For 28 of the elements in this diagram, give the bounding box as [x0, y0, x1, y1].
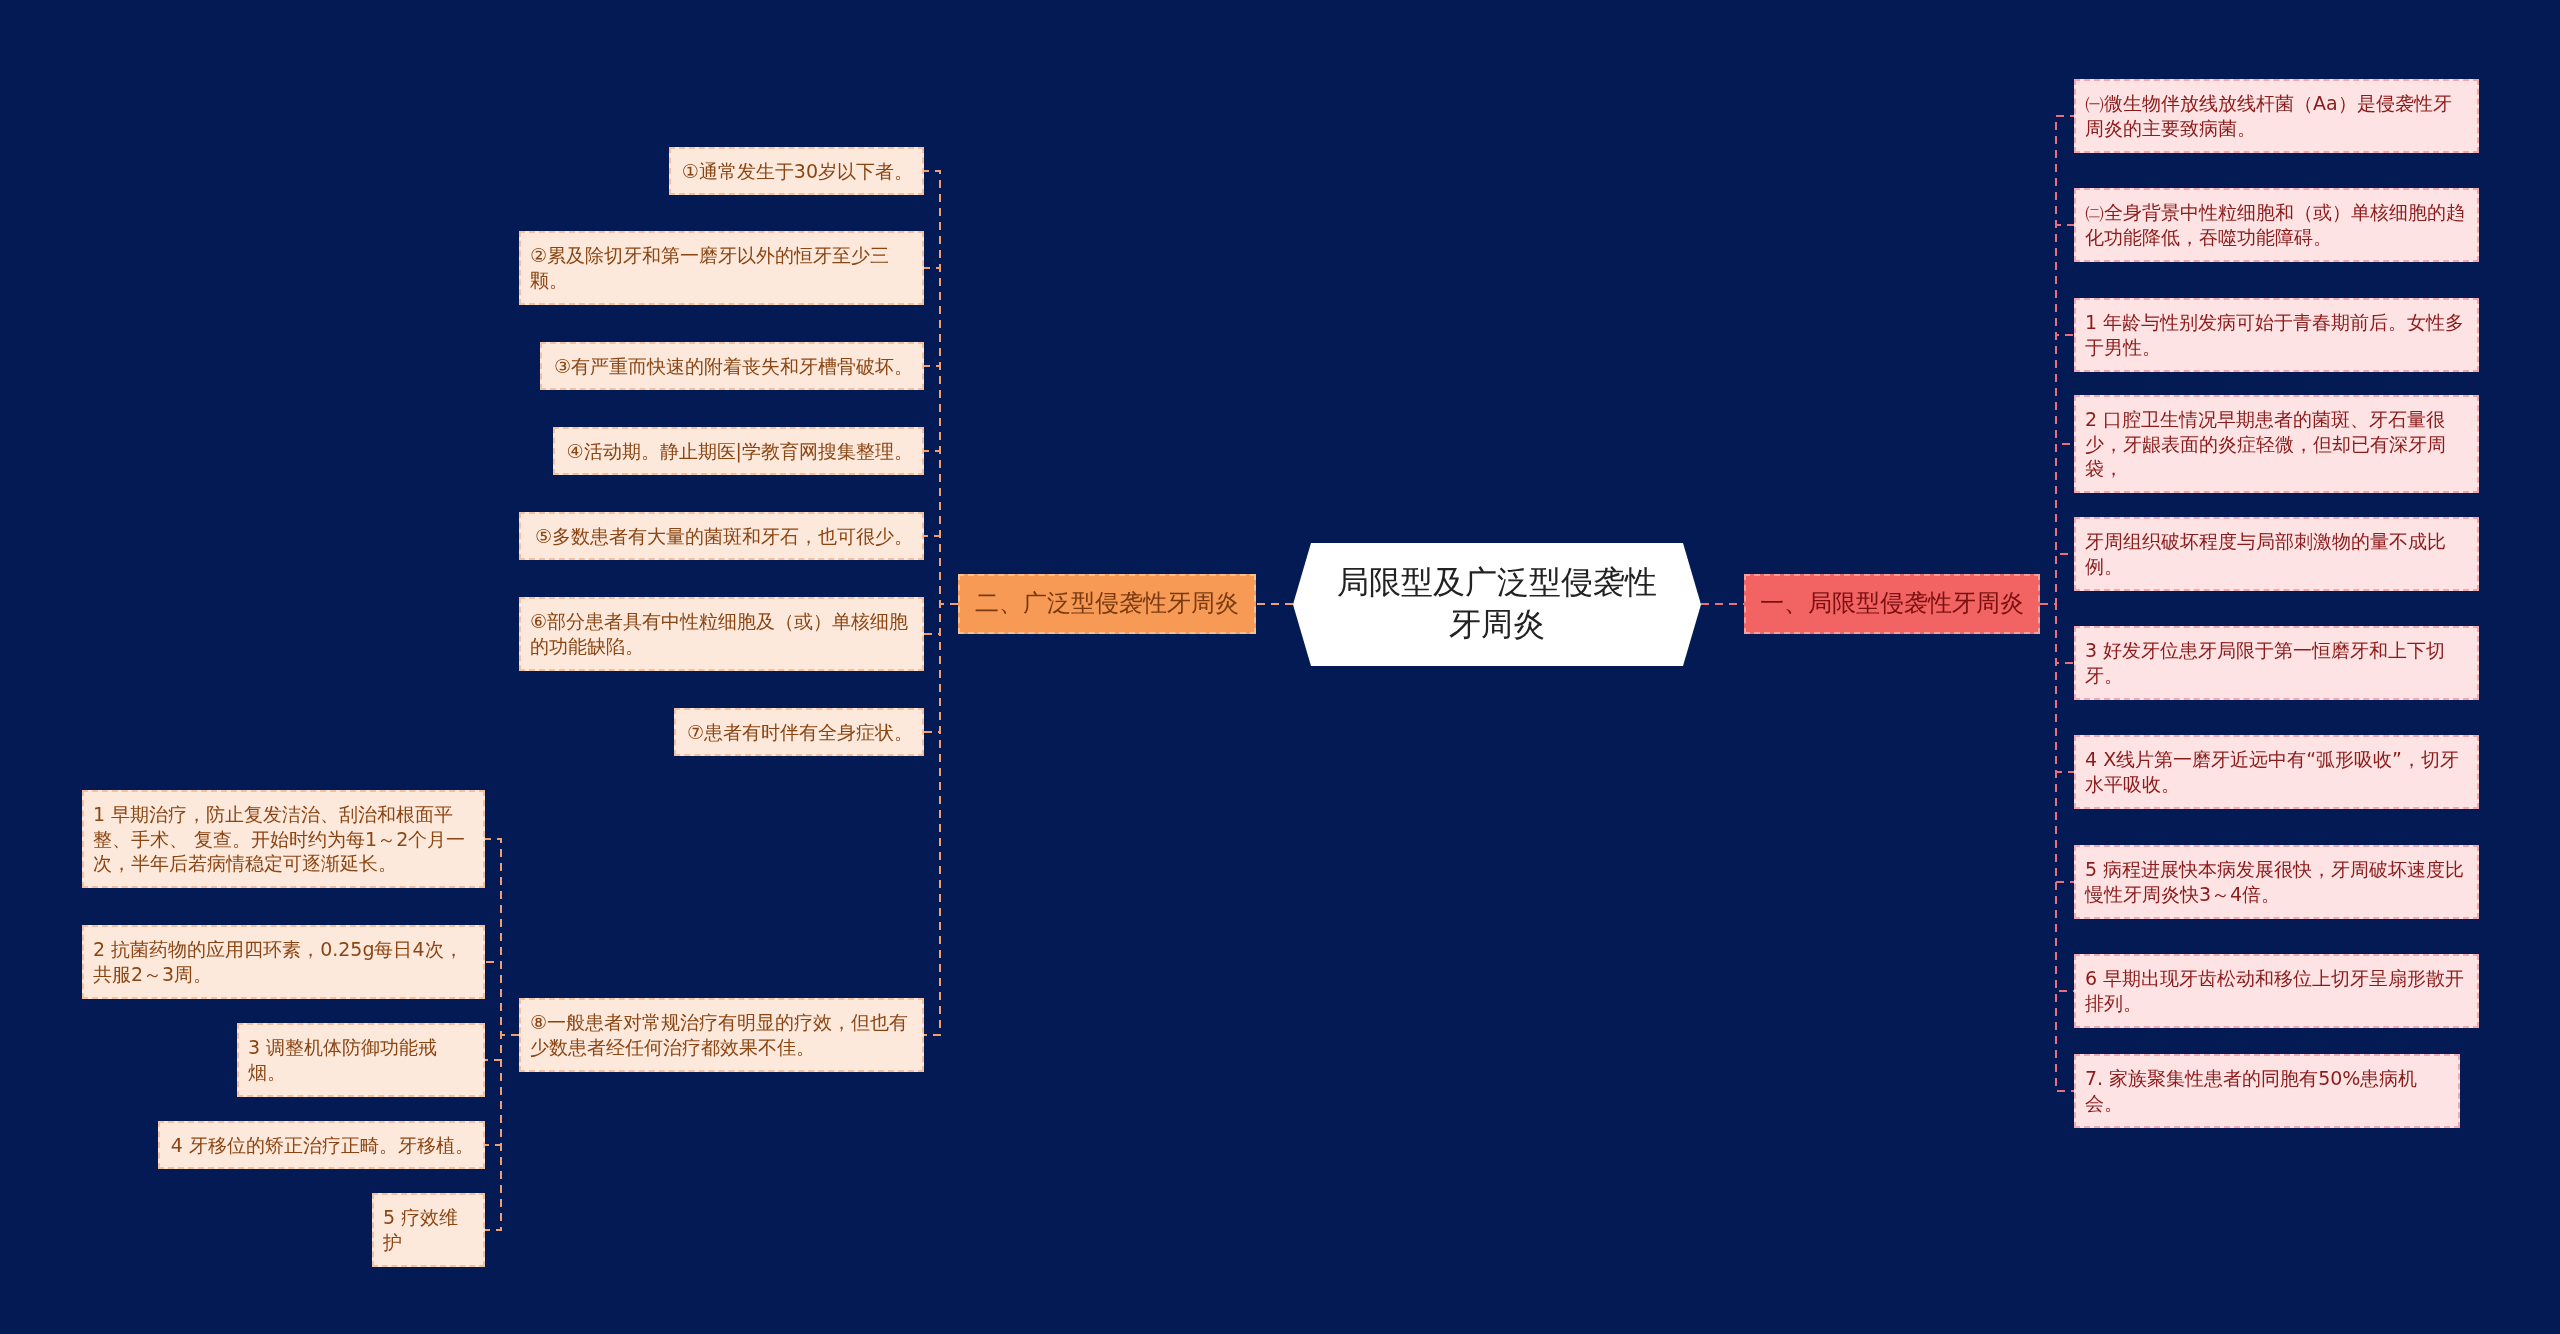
subtopic-box: ②累及除切牙和第一磨牙以外的恒牙至少三颗。	[519, 231, 924, 305]
subtopic-box: ㈠微生物伴放线放线杆菌（Aa）是侵袭性牙周炎的主要致病菌。	[2074, 79, 2479, 153]
subtopic-box: 6 早期出现牙齿松动和移位上切牙呈扇形散开排列。	[2074, 954, 2479, 1028]
connector-line	[484, 1034, 520, 1231]
central-topic-hexagon: 局限型及广泛型侵袭性牙周炎	[1293, 542, 1701, 666]
subtopic-box: 2 抗菌药物的应用四环素，0.25g每日4次，共服2～3周。	[82, 925, 485, 999]
branch-topic-box: 一、局限型侵袭性牙周炎	[1744, 574, 2040, 634]
subtopic-box: 5 疗效维护	[372, 1193, 485, 1267]
subtopic-box: 牙周组织破坏程度与局部刺激物的量不成比例。	[2074, 517, 2479, 591]
subtopic-box: 5 病程进展快本病发展很快，牙周破坏速度比慢性牙周炎快3～4倍。	[2074, 845, 2479, 919]
subtopic-box: 7. 家族聚集性患者的同胞有50%患病机会。	[2074, 1054, 2460, 1128]
connector-line	[1255, 603, 1294, 605]
subtopic-box: 2 口腔卫生情况早期患者的菌斑、牙石量很少，牙龈表面的炎症轻微，但却已有深牙周袋，	[2074, 394, 2479, 494]
subtopic-box: ①通常发生于30岁以下者。	[669, 146, 924, 196]
subtopic-box: 1 年龄与性别发病可始于青春期前后。女性多于男性。	[2074, 298, 2479, 372]
subtopic-box: 4 X线片第一磨牙近远中有“弧形吸收”，切牙水平吸收。	[2074, 735, 2479, 809]
subtopic-box: ⑤多数患者有大量的菌斑和牙石，也可很少。	[519, 511, 924, 561]
subtopic-box: 4 牙移位的矫正治疗正畸。牙移植。	[158, 1120, 485, 1170]
subtopic-box: ⑦患者有时伴有全身症状。	[674, 707, 924, 757]
subtopic-box: 3 调整机体防御功能戒烟。	[237, 1023, 485, 1097]
subtopic-box: ⑥部分患者具有中性粒细胞及（或）单核细胞的功能缺陷。	[519, 597, 924, 671]
subtopic-box: ④活动期。静止期医|学教育网搜集整理。	[553, 426, 924, 476]
branch-topic-box: 二、广泛型侵袭性牙周炎	[958, 574, 1256, 634]
subtopic-box: 1 早期治疗，防止复发洁治、刮治和根面平整、手术、 复查。开始时约为每1～2个月一次，半年后若病情稳定可逐渐延长。	[82, 789, 485, 889]
subtopic-box: ③有严重而快速的附着丧失和牙槽骨破坏。	[540, 341, 924, 391]
subtopic-box: ㈡全身背景中性粒细胞和（或）单核细胞的趋化功能降低，吞噬功能障碍。	[2074, 188, 2479, 262]
subtopic-box: 3 好发牙位患牙局限于第一恒磨牙和上下切牙。	[2074, 626, 2479, 700]
subtopic-box: ⑧一般患者对常规治疗有明显的疗效，但也有少数患者经任何治疗都效果不佳。	[519, 998, 924, 1072]
